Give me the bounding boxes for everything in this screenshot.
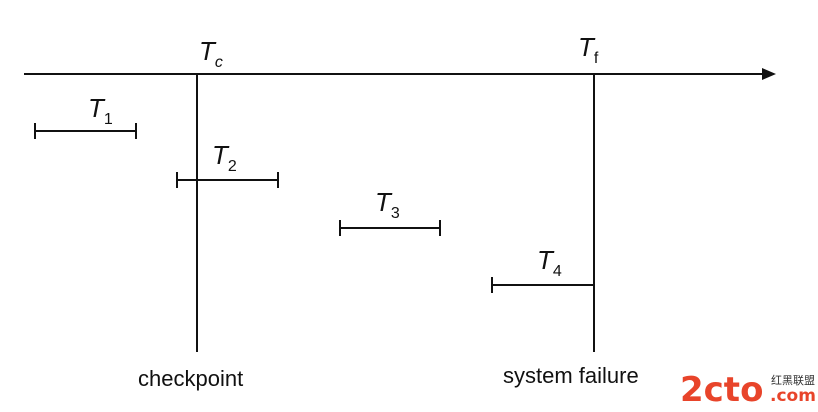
transaction-t1: T1 bbox=[34, 93, 137, 139]
tc-label: Tc bbox=[199, 36, 223, 71]
watermark-small: 红黑联盟 bbox=[771, 374, 815, 387]
transaction-t2: T2 bbox=[176, 140, 279, 188]
transaction-t3: T3 bbox=[339, 187, 441, 236]
system-failure-caption: system failure bbox=[503, 363, 639, 388]
watermark-domain: .com bbox=[770, 386, 816, 406]
t1-label: T1 bbox=[88, 93, 113, 128]
checkpoint-caption: checkpoint bbox=[138, 366, 243, 391]
watermark-logo: 2cto 红黑联盟 .com bbox=[680, 370, 816, 410]
t3-label: T3 bbox=[375, 187, 400, 222]
t4-label: T4 bbox=[537, 245, 562, 280]
watermark-main: 2cto bbox=[680, 370, 763, 410]
transaction-t4: T4 bbox=[491, 245, 594, 293]
tf-label: Tf bbox=[578, 32, 599, 67]
time-axis-arrowhead bbox=[762, 68, 776, 80]
t2-label: T2 bbox=[212, 140, 237, 175]
